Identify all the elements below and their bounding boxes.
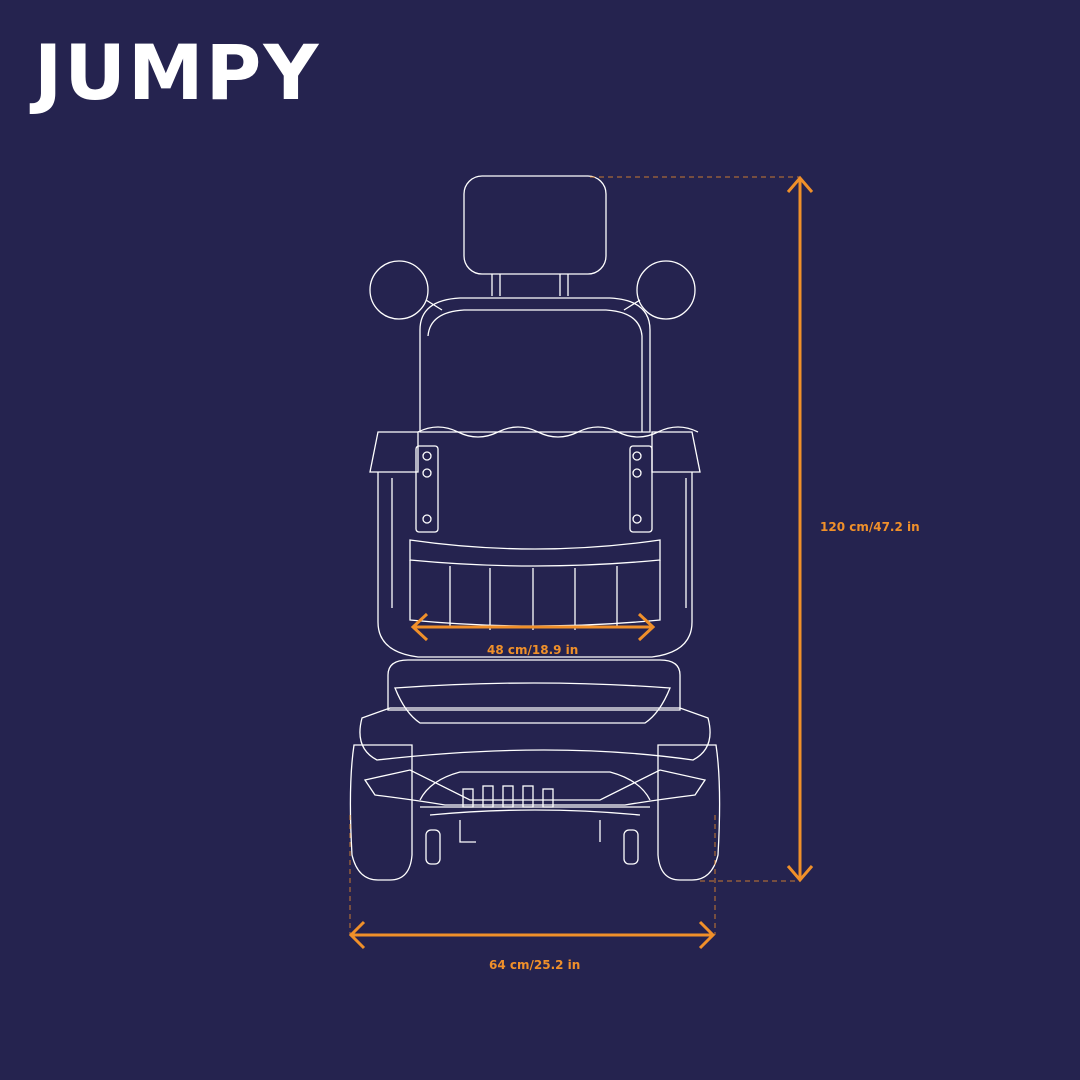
height-label: 120 cm/47.2 in xyxy=(820,520,920,534)
height-arrow xyxy=(786,175,814,883)
headrest xyxy=(463,175,607,275)
dimension-lines xyxy=(348,175,814,950)
overall-width-label: 64 cm/25.2 in xyxy=(489,958,581,972)
left-rear-wheel xyxy=(349,744,413,881)
scooter-outline xyxy=(349,175,721,881)
seat-width-arrow xyxy=(410,612,656,642)
seat xyxy=(409,539,661,567)
right-mirror xyxy=(636,260,696,320)
front-shroud xyxy=(387,659,681,711)
guide-lines xyxy=(349,176,800,935)
product-title: JUMPY xyxy=(34,28,321,117)
seat-width-label: 48 cm/18.9 in xyxy=(487,643,579,657)
right-armrest xyxy=(651,431,701,473)
left-mirror xyxy=(369,260,429,320)
overall-width-arrow xyxy=(348,920,716,950)
right-rear-wheel xyxy=(657,744,721,881)
left-armrest xyxy=(369,431,419,473)
right-front-wheel xyxy=(623,829,639,865)
backrest xyxy=(419,297,651,433)
left-front-wheel xyxy=(425,829,441,865)
